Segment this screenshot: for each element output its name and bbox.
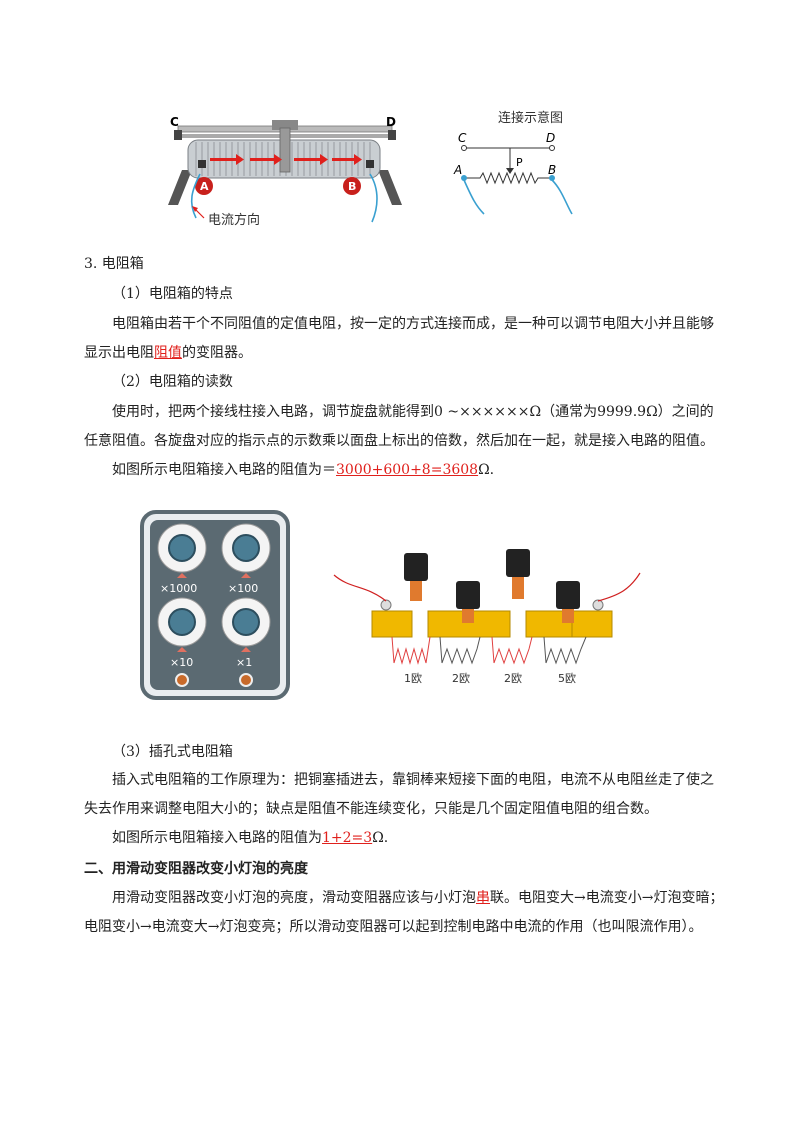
subheading-features: （1）电阻箱的特点: [112, 286, 233, 302]
coil-2ohm-b: [491, 636, 533, 665]
plug-label-1: 1欧: [404, 672, 422, 685]
dial-x1: [221, 597, 271, 652]
copper-plug-up-2: [506, 549, 530, 599]
plug-block-1: [371, 610, 413, 638]
connection-schematic-figure: 连接示意图 C D P A B: [453, 110, 573, 215]
current-direction-arrowhead: [192, 206, 198, 212]
schematic-label-d: D: [546, 131, 555, 145]
terminal-a-marker: [195, 177, 213, 195]
text-run: 电阻箱由若干个不同阻值的定值电阻，按一定的方式连接而成，是一种可以调节电阻大小并…: [84, 316, 714, 361]
current-direction-caption: 电流方向: [208, 212, 260, 228]
slider-arrow: [506, 168, 514, 174]
binding-post-right: [239, 673, 253, 687]
dial-label-x1: ×1: [236, 656, 252, 669]
current-arrows: [210, 154, 362, 165]
binding-post-left: [175, 673, 189, 687]
text-run: Ω.: [372, 830, 389, 846]
copper-plug-in-1: [456, 581, 480, 623]
terminal-b-marker: [343, 177, 361, 195]
section-2-heading: 二、用滑动变阻器改变小灯泡的亮度: [84, 861, 308, 877]
lead-left: [333, 574, 387, 602]
text-run: 用滑动变阻器改变小灯泡的亮度，滑动变阻器应该与小灯泡: [112, 890, 476, 906]
terminal-d-post: [388, 130, 396, 140]
rheostat-slider: [279, 127, 291, 173]
wire-b: [369, 173, 378, 223]
subheading-reading: （2）电阻箱的读数: [112, 374, 233, 390]
plug-resistance-box-figure: 1欧 2欧 2欧 5欧: [333, 549, 641, 685]
highlight-plug-value: 1+2=3: [322, 830, 373, 846]
text-run: 联。电阻变大→电流变小→灯泡变暗；电阻变小→电流变大→灯泡变亮；所以滑动变阻器可…: [84, 890, 724, 935]
copper-plug-up-1: [404, 553, 428, 601]
subheading-plug-box: （3）插孔式电阻箱: [112, 744, 233, 760]
lead-right: [597, 572, 641, 602]
resistor-zigzag: [464, 171, 552, 185]
node-b: [549, 175, 555, 181]
dial-x10: [157, 597, 207, 652]
terminal-b-post: [366, 160, 374, 168]
dial-label-x10: ×10: [170, 656, 193, 669]
copper-plug-in-2: [556, 581, 580, 623]
schematic-label-p: P: [516, 156, 523, 169]
schematic-label-b: B: [548, 163, 556, 177]
node-c: [461, 145, 467, 151]
highlight-series: 串: [476, 890, 490, 906]
paragraph-reading: 使用时，把两个接线柱接入电路，调节旋盘就能得到0 ~××××××Ω（通常为999…: [84, 404, 714, 449]
terminal-a-post: [198, 160, 206, 168]
section-3-heading: 3. 电阻箱: [84, 256, 144, 272]
paragraph-plug-result: 如图所示电阻箱接入电路的阻值为1+2=3Ω.: [84, 824, 724, 853]
coil-2ohm-a: [439, 636, 481, 665]
plug-label-4: 5欧: [558, 672, 576, 685]
schematic-title: 连接示意图: [498, 110, 563, 126]
label-c: C: [170, 115, 179, 129]
dial-label-x1000: ×1000: [160, 582, 197, 595]
schematic-label-c: C: [458, 131, 467, 145]
label-d: D: [386, 115, 396, 129]
rheostat-left-leg: [168, 170, 192, 205]
dial-resistance-box-figure: ×1000 ×100 ×10 ×1: [140, 510, 290, 700]
schematic-label-a: A: [453, 163, 462, 177]
paragraph-series: 用滑动变阻器改变小灯泡的亮度，滑动变阻器应该与小灯泡串联。电阻变大→电流变小→灯…: [84, 884, 724, 942]
plug-label-3: 2欧: [504, 672, 522, 685]
coil-5ohm: [543, 636, 587, 665]
plug-block-4: [571, 610, 613, 638]
label-b: B: [348, 180, 356, 193]
sliding-rheostat-figure: C D A B 电流方向: [168, 115, 402, 228]
label-a: A: [200, 180, 209, 193]
highlight-resistance: 阻值: [154, 345, 182, 361]
rheostat-right-leg: [378, 170, 402, 205]
text-run: 如图所示电阻箱接入电路的阻值为: [112, 830, 322, 846]
plug-label-2: 2欧: [452, 672, 470, 685]
paragraph-features: 电阻箱由若干个不同阻值的定值电阻，按一定的方式连接而成，是一种可以调节电阻大小并…: [84, 310, 724, 368]
dial-x1000: [157, 523, 207, 578]
node-a: [461, 175, 467, 181]
dial-x100: [221, 523, 271, 578]
dial-label-x100: ×100: [228, 582, 258, 595]
terminal-left: [380, 599, 392, 611]
text-run: 的变阻器。: [182, 345, 252, 361]
highlight-dial-value: 3000+600+8=3608: [336, 462, 479, 478]
terminal-right: [592, 599, 604, 611]
text-run: Ω.: [478, 462, 495, 478]
wire-a: [190, 173, 201, 219]
schematic-wire-b: [551, 179, 573, 215]
paragraph-plug-box: 插入式电阻箱的工作原理为：把铜塞插进去，靠铜棒来短接下面的电阻，电流不从电阻丝走…: [84, 772, 714, 817]
rheostat-slider-top: [272, 120, 298, 130]
coil-1ohm: [391, 636, 431, 665]
text-run: 如图所示电阻箱接入电路的阻值为＝: [112, 462, 336, 478]
schematic-wire-a: [463, 179, 485, 215]
node-d: [549, 145, 555, 151]
terminal-c-post: [174, 130, 182, 140]
paragraph-dial-result: 如图所示电阻箱接入电路的阻值为＝3000+600+8=3608Ω.: [84, 456, 724, 485]
